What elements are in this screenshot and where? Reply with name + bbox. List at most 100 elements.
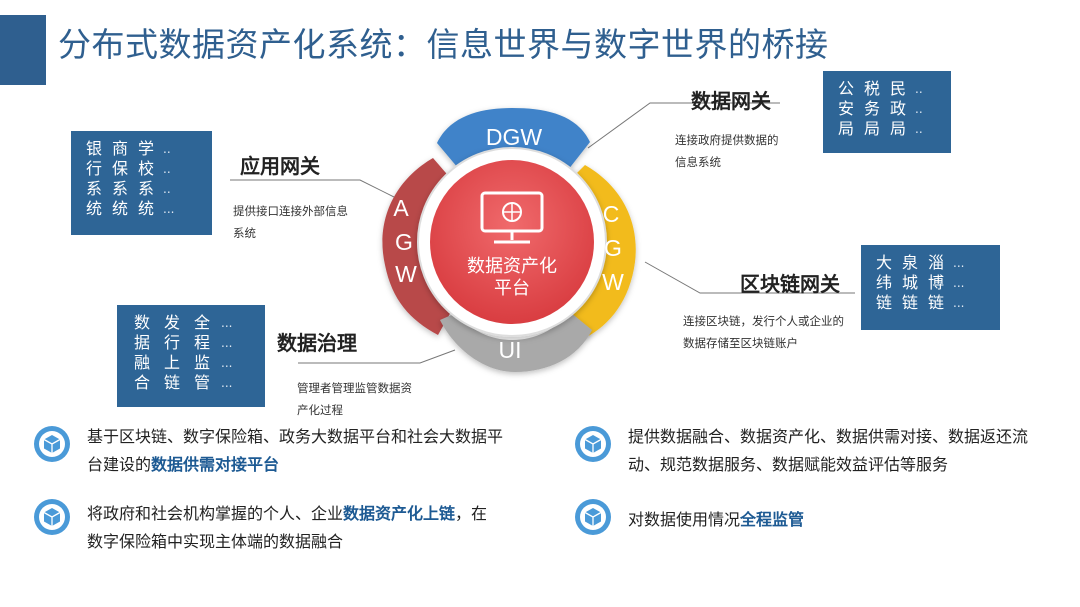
- box-cell: ..: [163, 182, 171, 196]
- bullet-4: 对数据使用情况全程监管: [628, 506, 1068, 534]
- title-accent-bar: [0, 15, 46, 85]
- box-cell: 统: [85, 199, 102, 218]
- cube-icon: [575, 499, 611, 535]
- box-cell: 上: [163, 353, 180, 372]
- box-cell: 大: [875, 253, 892, 272]
- box-cell: 系: [85, 179, 102, 198]
- box-cell: 融: [133, 353, 150, 372]
- dgw-label: DGW: [486, 124, 543, 150]
- box-cell: ...: [953, 296, 965, 310]
- monitor-icon: [480, 191, 544, 244]
- box-cell: 统: [111, 199, 128, 218]
- data-gateway-box: 公税民..安务政..局局局..: [823, 71, 951, 153]
- box-cell: 行: [163, 333, 180, 352]
- box-cell: 博: [927, 273, 944, 292]
- box-cell: ...: [953, 276, 965, 290]
- govern-grid: 数发全...据行程...融上监...合链管...: [127, 313, 247, 393]
- box-cell: 链: [163, 373, 180, 392]
- box-cell: 城: [901, 273, 918, 292]
- box-cell: ..: [915, 82, 923, 96]
- box-cell: ...: [221, 316, 233, 330]
- connector-agw: [230, 179, 411, 206]
- cube-icon: [34, 499, 70, 535]
- box-cell: 行: [85, 159, 102, 178]
- box-cell: 政: [889, 99, 906, 118]
- cgw-label-c: C: [603, 201, 620, 227]
- box-cell: ...: [953, 256, 965, 270]
- bullet-2: 将政府和社会机构掌握的个人、企业数据资产化上链，在 数字保险箱中实现主体端的数据…: [87, 500, 547, 556]
- center-label-line1: 数据资产化: [467, 256, 557, 277]
- govern-desc-line1: 管理者管理监管数据资: [297, 381, 412, 395]
- agw-label-w: W: [395, 261, 417, 287]
- connector-dgw: [587, 102, 780, 149]
- cgw-label-g: G: [604, 235, 622, 261]
- box-cell: 系: [111, 179, 128, 198]
- chain-gateway-title: 区块链网关: [740, 272, 840, 296]
- box-cell: ..: [163, 162, 171, 176]
- box-cell: 商: [111, 139, 128, 158]
- bullet-1-line2: 台建设的数据供需对接平台: [87, 451, 547, 479]
- box-cell: ...: [221, 356, 233, 370]
- box-cell: 系: [137, 179, 154, 198]
- bullet-2-line2: 数字保险箱中实现主体端的数据融合: [87, 532, 344, 551]
- box-cell: ...: [221, 376, 233, 390]
- box-cell: 发: [163, 313, 180, 332]
- app-gateway-desc: 提供接口连接外部信息 系统: [233, 200, 348, 244]
- box-cell: 链: [875, 293, 892, 312]
- box-cell: ..: [915, 122, 923, 136]
- box-cell: 程: [193, 333, 210, 352]
- box-cell: 泉: [901, 253, 918, 272]
- page-title: 分布式数据资产化系统：信息世界与数字世界的桥接: [58, 25, 829, 64]
- connector-ui: [298, 349, 456, 364]
- app-gateway-box: 银商学..行保校..系系系..统统统...: [71, 131, 212, 235]
- chain-gateway-desc-line1: 连接区块链，发行个人或企业的: [683, 314, 844, 328]
- bullet-4-text: 对数据使用情况: [628, 510, 741, 529]
- box-cell: ...: [163, 202, 175, 216]
- chain-gateway-grid: 大泉淄...纬城博...链链链...: [871, 253, 979, 313]
- box-cell: ..: [915, 102, 923, 116]
- center-label-line2: 平台: [494, 278, 530, 299]
- data-gateway-desc-line1: 连接政府提供数据的: [675, 133, 779, 147]
- box-cell: 务: [863, 99, 880, 118]
- box-cell: 保: [111, 159, 128, 178]
- app-gateway-desc-line1: 提供接口连接外部信息: [233, 204, 348, 218]
- box-cell: 数: [133, 313, 150, 332]
- cgw-label-w: W: [602, 269, 624, 295]
- box-cell: 全: [193, 313, 210, 332]
- govern-box: 数发全...据行程...融上监...合链管...: [117, 305, 265, 407]
- bullet-3-line2: 动、规范数据服务、数据赋能效益评估等服务: [628, 455, 949, 474]
- box-cell: 公: [837, 79, 854, 98]
- connector-cgw: [644, 261, 855, 294]
- box-cell: 税: [863, 79, 880, 98]
- bullet-1-highlight: 数据供需对接平台: [151, 455, 280, 474]
- box-cell: 统: [137, 199, 154, 218]
- cube-icon: [34, 426, 70, 462]
- bullet-3-line1: 提供数据融合、数据资产化、数据供需对接、数据返还流: [628, 427, 1029, 446]
- bullet-2-text-post: ，在: [455, 504, 488, 523]
- chain-gateway-box: 大泉淄...纬城博...链链链...: [861, 245, 1000, 330]
- box-cell: 管: [193, 373, 210, 392]
- cube-icon: [575, 426, 611, 462]
- agw-label-a: A: [393, 195, 409, 221]
- bullet-1: 基于区块链、数字保险箱、政务大数据平台和社会大数据平 台建设的数据供需对接平台: [87, 423, 547, 479]
- box-cell: 合: [133, 373, 150, 392]
- data-gateway-grid: 公税民..安务政..局局局..: [833, 79, 937, 139]
- app-gateway-grid: 银商学..行保校..系系系..统统统...: [81, 139, 185, 219]
- box-cell: ..: [163, 142, 171, 156]
- data-gateway-desc: 连接政府提供数据的 信息系统: [675, 129, 779, 173]
- govern-title: 数据治理: [277, 331, 357, 355]
- chain-gateway-desc: 连接区块链，发行个人或企业的 数据存储至区块链账户: [683, 310, 844, 354]
- box-cell: 链: [901, 293, 918, 312]
- bullet-3: 提供数据融合、数据资产化、数据供需对接、数据返还流 动、规范数据服务、数据赋能效…: [628, 423, 1068, 479]
- data-gateway-title: 数据网关: [691, 89, 771, 113]
- box-cell: 局: [837, 119, 854, 138]
- bullet-1-line1: 基于区块链、数字保险箱、政务大数据平台和社会大数据平: [87, 427, 504, 446]
- bullet-1-text: 台建设的: [87, 455, 152, 474]
- box-cell: 局: [863, 119, 880, 138]
- bullet-2-highlight: 数据资产化上链: [343, 504, 456, 523]
- bullet-2-text: 将政府和社会机构掌握的个人、企业: [87, 504, 344, 523]
- govern-desc: 管理者管理监管数据资 产化过程: [297, 377, 412, 421]
- box-cell: 淄: [927, 253, 944, 272]
- bullet-4-highlight: 全程监管: [740, 510, 805, 529]
- chain-gateway-desc-line2: 数据存储至区块链账户: [683, 336, 798, 350]
